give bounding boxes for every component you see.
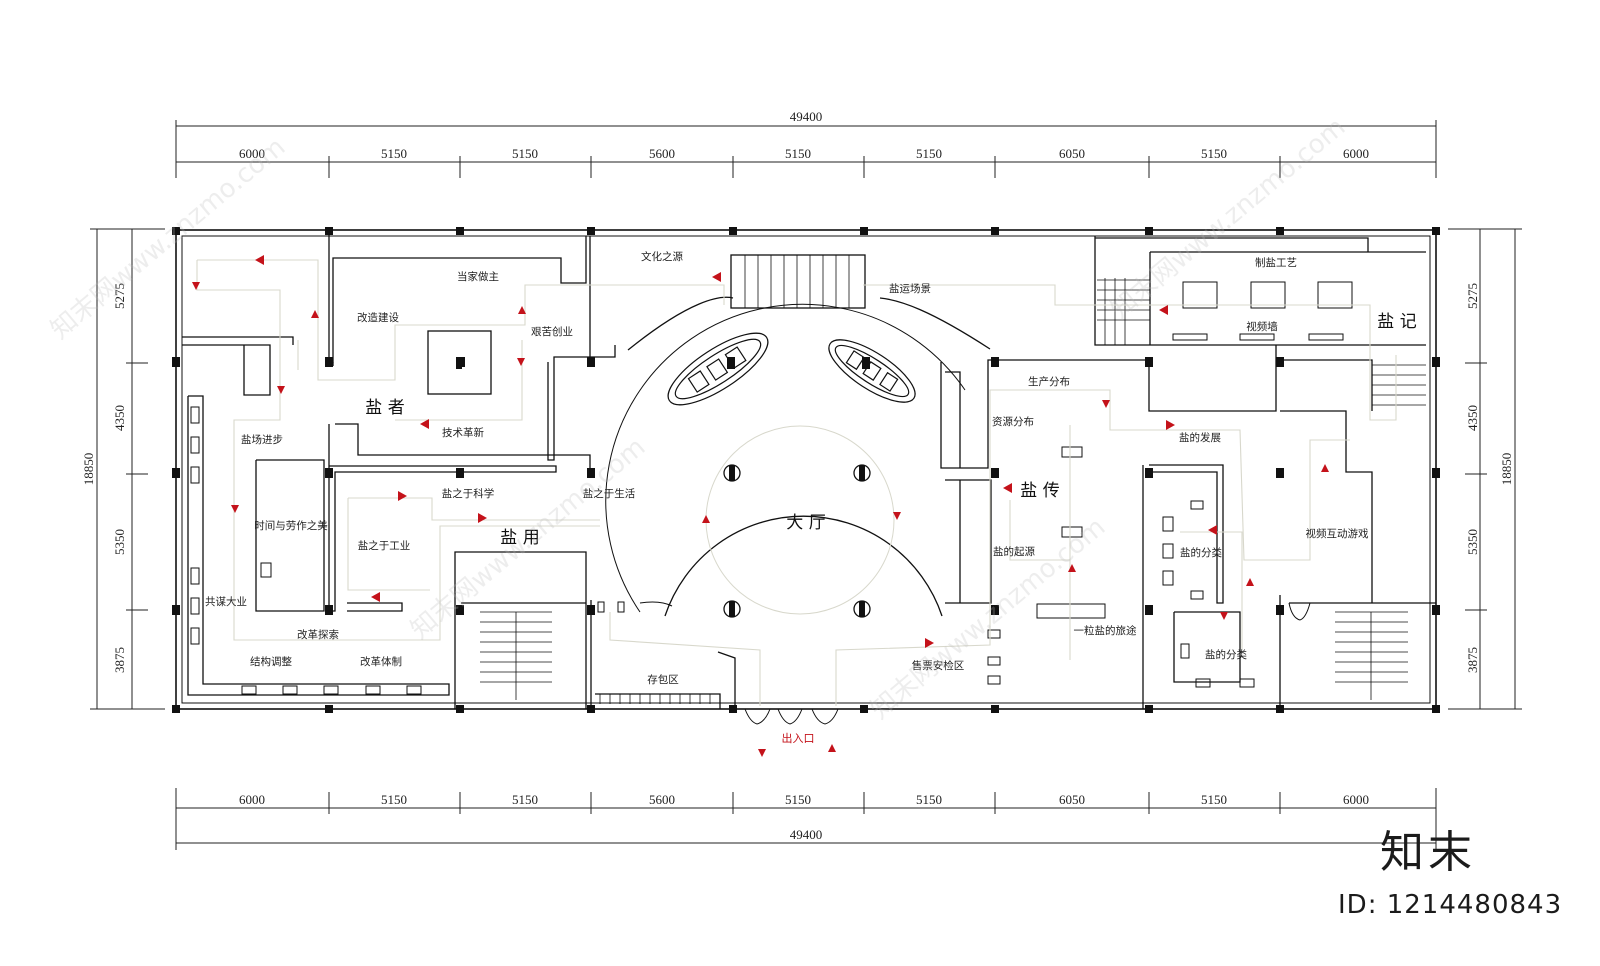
dim-bottom-total: 49400: [790, 827, 823, 842]
dim-right-3: 5350: [1465, 529, 1480, 555]
dim-top-total: 49400: [790, 109, 823, 124]
dimension-left: [90, 228, 165, 710]
dim-top-7: 6050: [1059, 146, 1085, 161]
dim-left-4: 3875: [112, 647, 127, 673]
zone-salt-use: 盐 用: [500, 528, 539, 548]
dim-bottom-7: 6050: [1059, 792, 1085, 807]
dim-top-8: 5150: [1201, 146, 1227, 161]
dim-right-4: 3875: [1465, 647, 1480, 673]
label-shipin-hudong: 视频互动游戏: [1306, 527, 1369, 540]
label-ziyuan: 资源分布: [992, 415, 1034, 428]
visitor-path: [196, 259, 1397, 706]
stairs: [480, 255, 1426, 704]
watermark-text-4: 知末网www.znzmo.com: [1105, 112, 1351, 325]
watermark: 知末网www.znzmo.com 知末网www.znzmo.com 知末网www…: [45, 112, 1351, 725]
dim-bottom-9: 6000: [1343, 792, 1369, 807]
zone-salt-person: 盐 者: [365, 398, 404, 418]
dim-left-3: 5350: [112, 529, 127, 555]
label-gongye: 盐之于工业: [358, 539, 411, 552]
zone-salt-record: 盐 记: [1377, 312, 1416, 332]
zone-hall: 大 厅: [786, 513, 825, 533]
hall-columns: [457, 357, 871, 618]
watermark-text-2: 知末网www.znzmo.com: [405, 432, 651, 645]
image-id: ID: 1214480843: [1338, 890, 1563, 920]
label-qiyuan: 盐的起源: [993, 545, 1035, 558]
label-fazhan: 盐的发展: [1179, 431, 1221, 444]
dim-top-6: 5150: [916, 146, 942, 161]
label-jiegou: 结构调整: [250, 655, 292, 668]
label-shoupiao: 售票安检区: [912, 659, 965, 672]
area-labels: 当家做主 文化之源 盐运场景 制盐工艺 视频墙 改造建设 艰苦创业 技术革新 盐…: [205, 250, 1369, 745]
dim-top-labels: 6000 5150 5150 5600 5150 5150 6050 5150 …: [239, 146, 1369, 161]
label-yanchang: 盐场进步: [241, 433, 283, 446]
label-wenhua: 文化之源: [641, 250, 683, 263]
dim-top-3: 5150: [512, 146, 538, 161]
label-shijian: 时间与劳作之美: [254, 519, 328, 532]
dim-bottom-1: 6000: [239, 792, 265, 807]
display-cases: [190, 281, 1353, 695]
dim-right-1: 5275: [1465, 283, 1480, 309]
watermark-text-3: 知末网www.znzmo.com: [865, 512, 1111, 725]
dimension-top: [175, 120, 1437, 178]
label-kexue: 盐之于科学: [442, 487, 495, 500]
dim-left-1: 5275: [112, 283, 127, 309]
label-zhiyan: 制盐工艺: [1255, 256, 1297, 269]
dim-bottom-2: 5150: [381, 792, 407, 807]
dimension-bottom: [175, 788, 1437, 850]
label-gaige-tizhi: 改革体制: [360, 655, 402, 668]
dim-right-labels: 18850 5275 4350 5350 3875: [1465, 283, 1514, 673]
dim-left-2: 4350: [112, 405, 127, 431]
dim-top-2: 5150: [381, 146, 407, 161]
watermark-text-1: 知末网www.znzmo.com: [45, 132, 291, 345]
dim-bottom-4: 5600: [649, 792, 675, 807]
label-jishu: 技术革新: [442, 426, 484, 439]
dim-left-total: 18850: [81, 453, 96, 486]
label-fenlei-2: 盐的分类: [1205, 648, 1247, 661]
label-churukou: 出入口: [782, 731, 815, 745]
label-jianku: 艰苦创业: [531, 325, 573, 338]
brand-logo: 知末: [1380, 827, 1476, 878]
label-shipinqiang: 视频墙: [1246, 320, 1278, 333]
dim-top-1: 6000: [239, 146, 265, 161]
dim-bottom-5: 5150: [785, 792, 811, 807]
dim-bottom-6: 5150: [916, 792, 942, 807]
label-cunbao: 存包区: [647, 673, 679, 686]
dim-top-9: 6000: [1343, 146, 1369, 161]
dim-top-4: 5600: [649, 146, 675, 161]
label-fenlei-1: 盐的分类: [1180, 546, 1222, 559]
label-gaizao: 改造建设: [357, 311, 399, 324]
dim-top-5: 5150: [785, 146, 811, 161]
label-yili: 一粒盐的旅途: [1074, 624, 1137, 637]
label-dangjia: 当家做主: [457, 270, 499, 283]
label-shenghuo: 盐之于生活: [583, 487, 636, 500]
route-arrows: [192, 255, 1329, 757]
dim-left-labels: 18850 5275 4350 5350 3875: [81, 283, 127, 673]
label-gaige-tansuo: 改革探索: [297, 628, 339, 641]
dim-bottom-labels: 6000 5150 5150 5600 5150 5150 6050 5150 …: [239, 792, 1369, 807]
dimension-right: [1448, 228, 1522, 710]
interior-walls: [182, 230, 1436, 709]
outer-walls: [175, 229, 1437, 710]
dim-right-total: 18850: [1499, 453, 1514, 486]
dim-right-2: 4350: [1465, 405, 1480, 431]
label-shengchan: 生产分布: [1028, 375, 1070, 388]
entrance-doors: [639, 601, 1311, 725]
zone-salt-spread: 盐 传: [1020, 481, 1059, 501]
label-yanyun: 盐运场景: [889, 282, 931, 295]
dim-bottom-8: 5150: [1201, 792, 1227, 807]
dim-bottom-3: 5150: [512, 792, 538, 807]
label-gongmou: 共谋大业: [205, 595, 247, 608]
boat-displays: [667, 332, 916, 406]
